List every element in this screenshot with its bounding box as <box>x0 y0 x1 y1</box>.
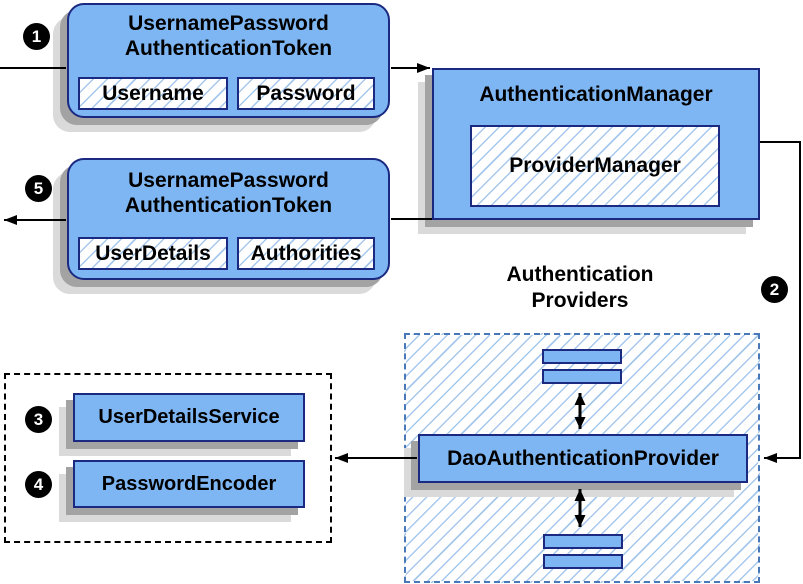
dao-authentication-provider-box: DaoAuthenticationProvider <box>418 434 748 483</box>
step-5-number: 5 <box>33 178 44 198</box>
authentication-providers-title-line2: Providers <box>531 289 629 312</box>
authorities-field-label: Authorities <box>250 241 362 265</box>
token-result-title-line2: AuthenticationToken <box>124 194 333 217</box>
dao-authentication-provider-label: DaoAuthenticationProvider <box>447 446 719 470</box>
password-field-label: Password <box>256 81 356 105</box>
token-request-title: UsernamePassword AuthenticationToken <box>69 5 388 61</box>
step-3-number: 3 <box>33 409 44 429</box>
provider-manager-label: ProviderManager <box>509 154 681 177</box>
token-request-title-line1: UsernamePassword <box>128 12 329 35</box>
step-2-badge: 2 <box>761 276 788 303</box>
services-group-box <box>4 373 332 543</box>
step-1-badge: 1 <box>23 23 50 50</box>
authentication-manager-title: AuthenticationManager <box>434 70 758 107</box>
username-field-label: Username <box>102 81 204 105</box>
provider-stack-bar-2 <box>542 369 622 384</box>
provider-stack-bar-3 <box>543 534 623 549</box>
authentication-providers-title-line1: Authentication <box>506 263 654 286</box>
user-details-field-label: UserDetails <box>95 241 211 265</box>
step-4-badge: 4 <box>25 471 52 498</box>
user-details-service-label: UserDetailsService <box>98 406 280 428</box>
step-3-badge: 3 <box>25 406 52 433</box>
token-request-title-line2: AuthenticationToken <box>124 37 333 60</box>
provider-stack-bar-4 <box>543 554 623 569</box>
step-4-number: 4 <box>33 474 44 494</box>
user-details-service-box: UserDetailsService <box>73 393 305 442</box>
user-details-field: UserDetails <box>78 237 228 270</box>
password-field: Password <box>237 77 375 110</box>
token-result-title: UsernamePassword AuthenticationToken <box>69 160 388 218</box>
authorities-field: Authorities <box>237 237 375 270</box>
step-5-badge: 5 <box>25 175 52 202</box>
username-password-token-result-box: UsernamePassword AuthenticationToken Use… <box>67 158 390 280</box>
step-2-number: 2 <box>769 279 780 299</box>
password-encoder-label: PasswordEncoder <box>101 472 277 495</box>
step-1-number: 1 <box>31 26 42 46</box>
provider-manager-box: ProviderManager <box>470 125 720 207</box>
token-result-title-line1: UsernamePassword <box>128 169 329 192</box>
authentication-providers-title: Authentication Providers <box>455 262 705 314</box>
username-password-token-request-box: UsernamePassword AuthenticationToken Use… <box>67 3 390 118</box>
username-field: Username <box>78 77 228 110</box>
authentication-manager-box: AuthenticationManager ProviderManager <box>432 68 760 220</box>
provider-stack-bar-1 <box>542 349 622 364</box>
password-encoder-box: PasswordEncoder <box>73 460 305 508</box>
authentication-manager-label: AuthenticationManager <box>479 83 713 106</box>
